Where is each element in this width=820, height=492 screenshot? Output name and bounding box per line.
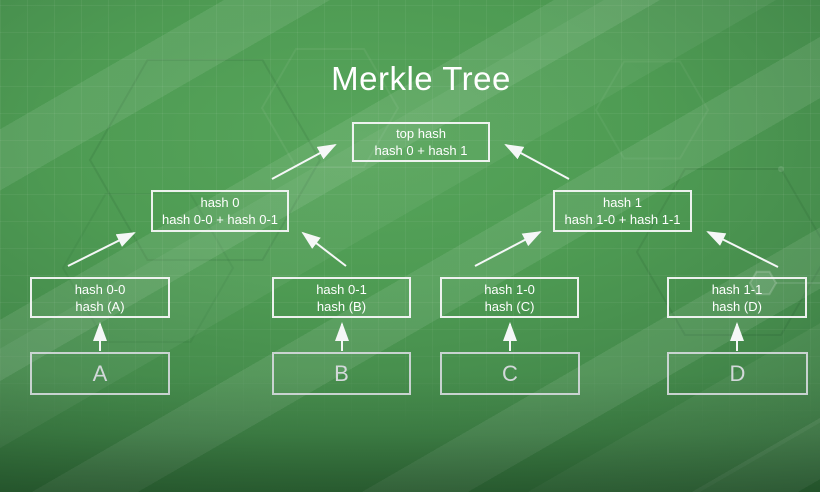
node-hash-1-1-line1: hash 1-1 (711, 281, 763, 297)
node-hash-0-0-line2: hash (A) (75, 298, 125, 314)
node-hash-0-1: hash 0-1 hash (B) (272, 277, 411, 318)
block-c-label: C (502, 360, 518, 386)
node-hash-0: hash 0 hash 0-0 + hash 0-1 (151, 190, 289, 232)
node-hash-1-0: hash 1-0 hash (C) (440, 277, 579, 318)
node-hash-1-line1: hash 1 (602, 195, 643, 210)
node-top-hash-line1: top hash (396, 126, 446, 141)
arrow-hash-1-to-top-hash (504, 144, 570, 180)
arrow-hash-0-1-to-hash-0 (301, 231, 347, 267)
node-hash-1-line2: hash 1-0 + hash 1-1 (564, 212, 681, 227)
page-title: Merkle Tree (331, 60, 511, 97)
arrow-hash-1-0-to-hash-1 (474, 231, 542, 267)
block-a-label: A (92, 360, 108, 386)
node-hash-1-1-line2: hash (D) (712, 298, 762, 314)
node-hash-0-line2: hash 0-0 + hash 0-1 (162, 212, 278, 227)
node-hash-0-1-line2: hash (B) (316, 298, 367, 314)
node-hash-0-0-line1: hash 0-0 (74, 281, 126, 297)
node-hash-1-0-line1: hash 1-0 (484, 281, 535, 297)
node-hash-1-0-line2: hash (C) (484, 298, 535, 314)
block-a: A (30, 352, 170, 395)
node-hash-1-1: hash 1-1 hash (D) (667, 277, 807, 318)
node-hash-0-0: hash 0-0 hash (A) (30, 277, 170, 318)
arrow-hash-0-to-top-hash (271, 144, 337, 180)
node-top-hash: top hash hash 0 + hash 1 (352, 122, 490, 162)
node-hash-0-1-line1: hash 0-1 (316, 281, 367, 297)
block-d-label: D (729, 360, 746, 386)
block-b-label: B (334, 360, 349, 386)
node-hash-0-line1: hash 0 (200, 195, 240, 210)
arrow-hash-1-1-to-hash-1 (706, 231, 779, 268)
block-c: C (440, 352, 580, 395)
arrow-hash-0-0-to-hash-0 (67, 232, 136, 267)
block-d: D (667, 352, 808, 395)
node-top-hash-line2: hash 0 + hash 1 (374, 143, 468, 158)
block-b: B (272, 352, 411, 395)
node-hash-1: hash 1 hash 1-0 + hash 1-1 (553, 190, 692, 232)
